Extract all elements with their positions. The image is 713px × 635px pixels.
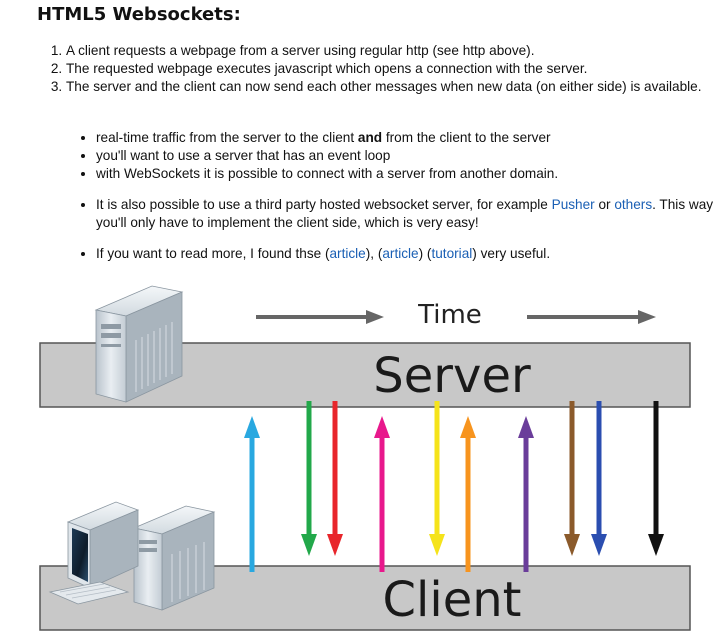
bullet-text: If you want to read more, I found thse ( [96,246,330,261]
bullet-text: from the client to the server [382,130,551,145]
bold-text: and [357,130,383,145]
third-party-list: It is also possible to use a third party… [58,196,713,232]
bullet-text: ) ( [418,246,432,261]
client-computer-icon [48,501,216,611]
message-arrow [648,401,664,556]
message-arrow [301,401,317,556]
bullet-item: If you want to read more, I found thse (… [96,245,713,263]
article-link-1[interactable]: article [329,246,366,261]
message-arrow [244,416,260,572]
server-label: Server [373,348,531,404]
server-computer-icon [94,285,184,403]
time-arrow-right [527,310,656,324]
bullet-text: ), ( [365,246,383,261]
step-item: The requested webpage executes javascrip… [66,60,713,78]
bullet-text: . This way you'll only have to implement… [96,197,713,230]
others-link[interactable]: others [614,197,653,212]
message-arrow [518,416,534,572]
steps-list: A client requests a webpage from a serve… [28,42,713,96]
tutorial-link[interactable]: tutorial [431,246,473,261]
bullet-text: ) very useful. [472,246,551,261]
message-arrow [460,416,476,572]
features-list: real-time traffic from the server to the… [58,129,713,183]
message-arrow [564,401,580,556]
client-label: Client [383,572,522,628]
time-label: Time [417,300,482,330]
step-item: A client requests a webpage from a serve… [66,42,713,60]
bullet-item: you'll want to use a server that has an … [96,147,713,165]
message-arrow [591,401,607,556]
read-more-list: If you want to read more, I found thse (… [58,245,713,263]
bullet-item: real-time traffic from the server to the… [96,129,713,147]
page-title: HTML5 Websockets: [37,4,241,25]
bullet-text: real-time traffic from the server to the… [96,130,358,145]
article-link-2[interactable]: article [382,246,419,261]
step-item: The server and the client can now send e… [66,78,713,96]
message-arrow [429,401,445,556]
bullet-text: It is also possible to use a third party… [96,197,552,212]
time-arrow-left [256,310,384,324]
bullet-text: or [594,197,615,212]
bullet-item: with WebSockets it is possible to connec… [96,165,713,183]
message-arrow [374,416,390,572]
pusher-link[interactable]: Pusher [551,197,595,212]
bullet-item: It is also possible to use a third party… [96,196,713,232]
message-arrow [327,401,343,556]
websocket-diagram: Time Server Client [39,285,691,631]
